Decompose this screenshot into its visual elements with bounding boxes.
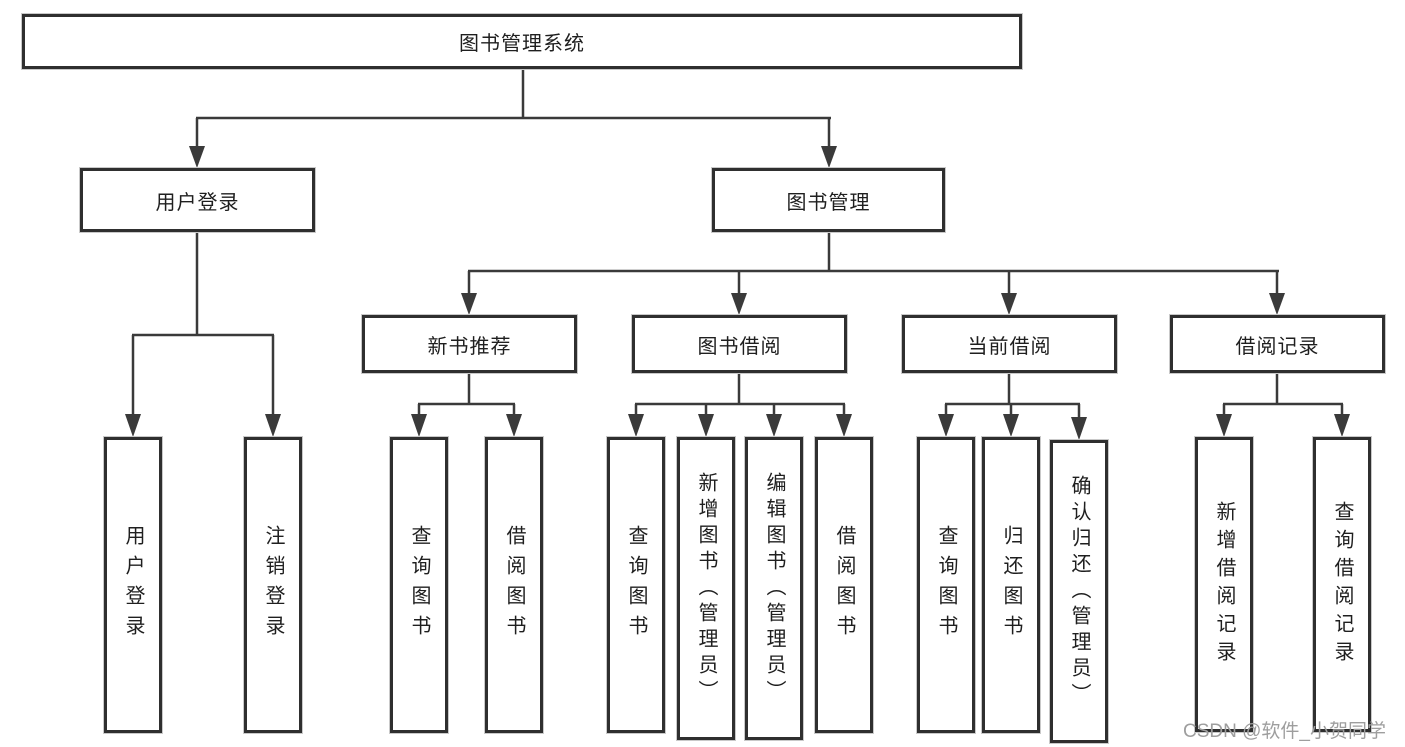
node-current-borrow: 当前借阅 (902, 315, 1117, 373)
node-leaf-borrow-books-recommend: 借阅图书 (485, 437, 543, 733)
node-leaf-edit-books-admin: 编辑图书（管理员） (745, 437, 803, 740)
arrowheads-user-login-group (125, 414, 281, 437)
node-label: 新增图书（管理员） (695, 471, 717, 706)
node-leaf-return-books: 归还图书 (982, 437, 1040, 733)
connector-root-to-level2 (195, 69, 831, 148)
node-leaf-add-borrow-record: 新增借阅记录 (1195, 437, 1253, 732)
node-leaf-borrow-books: 借阅图书 (815, 437, 873, 733)
node-label: 用户登录 (122, 525, 144, 645)
connector-book-borrow-group (634, 373, 846, 416)
node-leaf-query-borrow-record: 查询借阅记录 (1313, 437, 1371, 732)
arrowheads-book-borrow-group (628, 414, 852, 437)
node-label: 编辑图书（管理员） (763, 471, 785, 706)
node-book-management: 图书管理 (712, 168, 945, 232)
arrowheads-new-book-group (411, 414, 522, 437)
node-label: 查询图书 (625, 525, 647, 645)
node-label: 借阅图书 (833, 525, 855, 645)
node-label: 借阅记录 (1235, 335, 1320, 358)
node-label: 查询图书 (935, 525, 957, 645)
node-leaf-add-books-admin: 新增图书（管理员） (677, 437, 735, 740)
node-label: 图书管理系统 (459, 33, 585, 55)
node-leaf-user-login: 用户登录 (104, 437, 162, 733)
node-label: 注销登录 (262, 525, 284, 645)
arrowheads-borrow-record-group (1216, 414, 1350, 437)
node-label: 图书管理 (786, 191, 871, 214)
node-book-borrow: 图书借阅 (632, 315, 847, 373)
connector-new-book-group (417, 373, 516, 416)
node-library-management-system: 图书管理系统 (22, 14, 1022, 69)
node-label: 新书推荐 (427, 335, 512, 358)
node-label: 用户登录 (155, 191, 240, 214)
node-leaf-query-books-borrow: 查询图书 (607, 437, 665, 733)
node-label: 图书借阅 (697, 335, 782, 358)
connector-user-login-group (131, 232, 275, 416)
node-user-login-branch: 用户登录 (80, 168, 315, 232)
node-label: 查询图书 (408, 525, 430, 645)
node-leaf-query-books-recommend: 查询图书 (390, 437, 448, 733)
arrowheads-level3 (461, 293, 1285, 315)
node-leaf-confirm-return-admin: 确认归还（管理员） (1050, 440, 1108, 743)
node-borrow-records: 借阅记录 (1170, 315, 1385, 373)
node-leaf-logout: 注销登录 (244, 437, 302, 733)
node-label: 归还图书 (1000, 525, 1022, 645)
node-leaf-query-books-current: 查询图书 (917, 437, 975, 733)
arrowheads-level2 (189, 146, 837, 168)
connector-borrow-record-group (1222, 373, 1344, 416)
node-label: 查询借阅记录 (1331, 500, 1353, 669)
node-label: 借阅图书 (503, 525, 525, 645)
node-label: 当前借阅 (967, 335, 1052, 358)
csdn-watermark: CSDN @软件_小贺同学 (1183, 721, 1386, 742)
connector-current-borrow-group (944, 373, 1081, 418)
node-new-book-recommend: 新书推荐 (362, 315, 577, 373)
node-label: 新增借阅记录 (1213, 500, 1235, 669)
connector-book-management-to-level3 (467, 232, 1279, 295)
node-label: 确认归还（管理员） (1068, 474, 1090, 709)
